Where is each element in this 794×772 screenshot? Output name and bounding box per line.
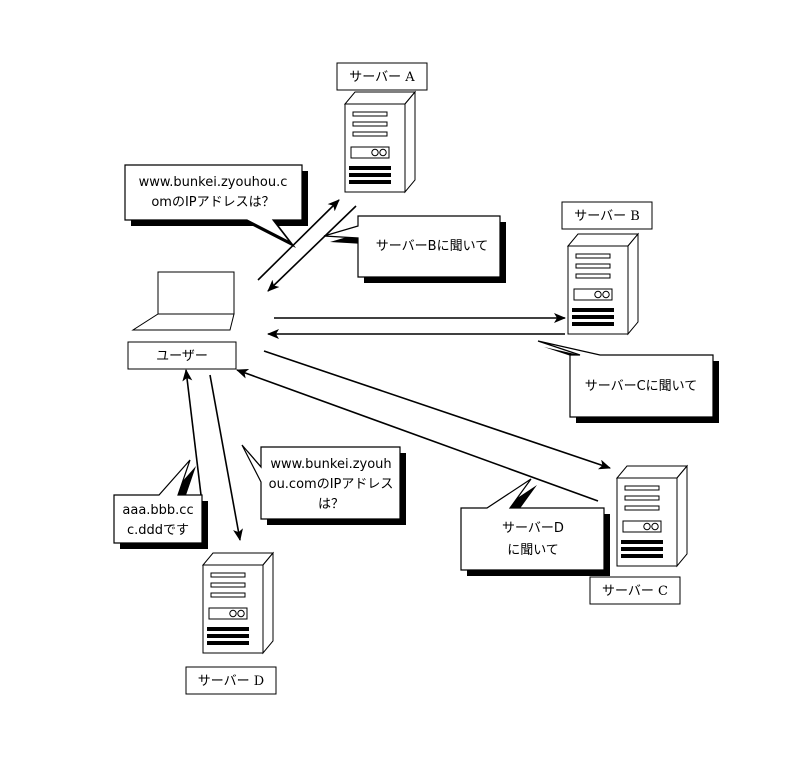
server-a-label: サーバー A (349, 70, 415, 85)
bubble-query-a-line-1: www.bunkei.zyouhou.c (139, 175, 288, 190)
bubble-query-d-line-2: ou.comのIPアドレス (269, 477, 394, 492)
arrow-server-a-to-user (267, 205, 357, 292)
bubble-reply-d: aaa.bbb.cc c.dddです (113, 459, 208, 549)
server-c-label-box (589, 576, 681, 605)
server-d-label: サーバー D (198, 674, 264, 689)
bubble-query-a: www.bunkei.zyouhou.c omのIPアドレスは？ (124, 164, 308, 248)
arrow-server-c-to-user (236, 369, 599, 502)
laptop-icon (157, 271, 235, 315)
user-label: ユーザー (156, 349, 208, 364)
bubble-reply-a-line-1: サーバーBに聞いて (376, 239, 488, 254)
bubble-reply-c-line-2: に聞いて (507, 543, 559, 558)
bubble-reply-d-line-1: aaa.bbb.cc (122, 503, 193, 518)
bubble-query-a-line-2: omのIPアドレスは？ (151, 195, 274, 210)
server-d: サーバー D (185, 552, 277, 695)
bubble-query-d: www.bunkei.zyouh ou.comのIPアドレス は？ (241, 444, 406, 525)
server-c: サーバー C (589, 465, 688, 605)
arrow-user-to-server-d (209, 374, 243, 541)
server-b-icon (567, 233, 639, 335)
server-a: サーバー A (336, 62, 428, 193)
bubble-reply-b-line-1: サーバーCに聞いて (585, 379, 698, 394)
bubble-reply-c-line-1: サーバーD (502, 521, 564, 536)
bubble-reply-c: サーバーD に聞いて (460, 478, 610, 576)
server-d-label-box (185, 666, 277, 695)
arrow-user-to-server-c (263, 350, 611, 470)
server-a-label-box (336, 62, 428, 91)
server-b: サーバー B (561, 201, 653, 335)
bubble-reply-a: サーバーBに聞いて (323, 215, 506, 283)
user-laptop: ユーザー (127, 271, 237, 370)
server-b-label: サーバー B (574, 209, 640, 224)
server-c-icon (616, 465, 688, 567)
server-b-label-box (561, 201, 653, 230)
server-c-label: サーバー C (602, 584, 668, 599)
bubble-reply-b: サーバーCに聞いて (537, 340, 719, 423)
bubble-query-d-line-1: www.bunkei.zyouh (270, 457, 391, 472)
bubble-reply-d-line-2: c.dddです (127, 523, 189, 538)
user-label-box (127, 341, 237, 370)
server-a-icon (344, 91, 416, 193)
bubble-query-d-line-3: は？ (318, 497, 344, 512)
server-d-icon (202, 552, 274, 654)
arrow-user-to-server-a (257, 199, 340, 281)
